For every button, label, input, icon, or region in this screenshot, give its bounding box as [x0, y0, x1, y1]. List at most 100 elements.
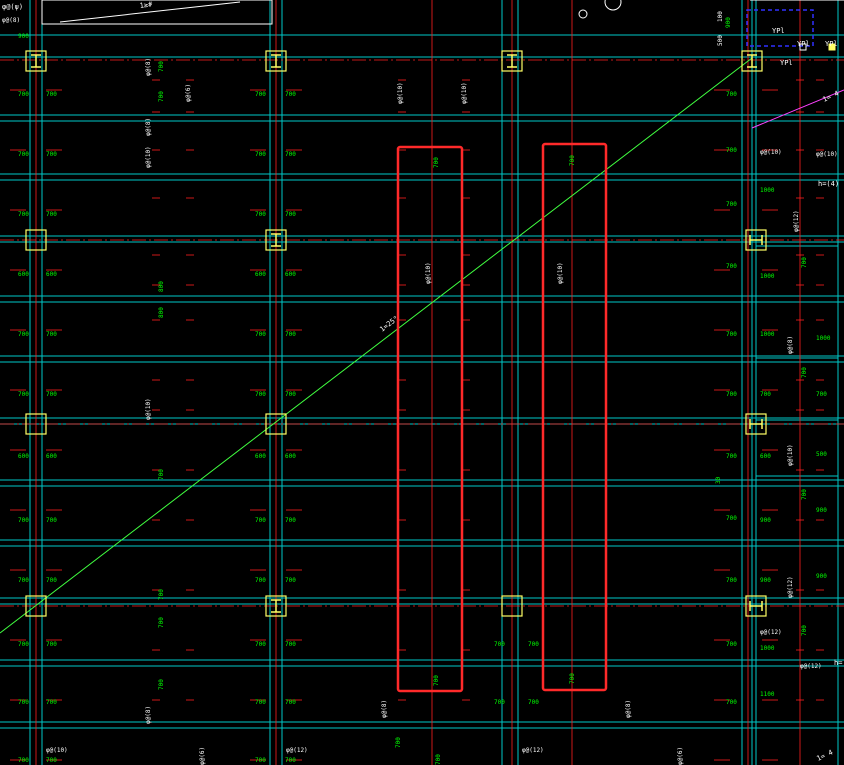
dimension-label: 700: [18, 331, 29, 338]
small-marker: [799, 43, 807, 51]
dimension-label: 700: [18, 699, 29, 706]
dimension-label: 700: [801, 257, 808, 268]
dimension-label: 700: [46, 517, 57, 524]
dimension-label: 700: [46, 91, 57, 98]
dimension-label: 700: [569, 155, 576, 166]
diagonal-line: [0, 57, 753, 634]
rebar-label: φ@(12): [522, 747, 544, 754]
column-markers: [25, 43, 836, 617]
dimension-label: 600: [285, 453, 296, 460]
dimension-label: 500: [816, 451, 827, 458]
dimension-label: 600: [285, 271, 296, 278]
dimension-label: 700: [726, 515, 737, 522]
dimension-label: 1000: [760, 273, 775, 280]
dimension-label: 700: [816, 391, 827, 398]
dimension-label: 700: [760, 391, 771, 398]
dimension-label: 700: [255, 91, 266, 98]
rebar-label: φ@(10): [145, 146, 152, 168]
dimension-label: 700: [285, 91, 296, 98]
circle-marker-icon: [604, 0, 622, 11]
dimension-label: 1000: [760, 187, 775, 194]
dimension-label: 700: [801, 489, 808, 500]
dimension-label: 700: [255, 391, 266, 398]
rebar-label: φ@(12): [800, 663, 822, 670]
rebar-texts: φ@(8)φ@(8)φ@(10)φ@(6)φ@(10)φ@(8)φ@(10)φ@…: [2, 17, 838, 765]
rebar-label: φ@(10): [557, 262, 564, 284]
dimension-label: 700: [18, 641, 29, 648]
dimension-label: 700: [528, 641, 539, 648]
rebar-label: φ@(12): [787, 576, 794, 598]
rebar-label: φ@(10): [46, 747, 68, 754]
dimension-label: 700: [255, 331, 266, 338]
dimension-label: 900: [760, 517, 771, 524]
dimension-label: 700: [285, 211, 296, 218]
dimension-label: 700: [255, 151, 266, 158]
dimension-label: 600: [46, 271, 57, 278]
dimension-label: 1000: [760, 331, 775, 338]
dimension-label: 700: [158, 679, 165, 690]
label-slope: 1= 4: [821, 89, 840, 103]
label-h-2: h=: [834, 659, 842, 667]
column-h-icon: [745, 413, 767, 435]
dimension-label: 700: [285, 517, 296, 524]
dimension-label: 700: [726, 147, 737, 154]
dimension-label: 600: [255, 271, 266, 278]
dimension-label: 900: [816, 573, 827, 580]
dimension-label: 700: [255, 211, 266, 218]
dimension-label: 700: [494, 641, 505, 648]
highlight-box-1[interactable]: [396, 145, 464, 693]
dimension-label: 700: [285, 577, 296, 584]
label-dim-100: 100: [717, 11, 724, 22]
dimension-label: 700: [285, 757, 296, 764]
label-ypl-1: YPl: [772, 27, 785, 35]
label-dim-500: 500: [717, 35, 724, 46]
dimension-label: 700: [18, 757, 29, 764]
dimension-label: 700: [18, 517, 29, 524]
dimension-label: 700: [18, 577, 29, 584]
dimension-label: 700: [158, 61, 165, 72]
magenta-line: [751, 89, 844, 129]
column-h-icon: [745, 229, 767, 251]
rebar-label: φ@(10): [760, 149, 782, 156]
rebar-label: φ@(6): [185, 84, 192, 102]
label-h-1: h=(4): [818, 180, 839, 188]
column-h-icon: [265, 595, 287, 617]
label-ypl-3: YPl: [825, 40, 838, 48]
dimension-label: 700: [255, 517, 266, 524]
dimension-label: 1100: [760, 691, 775, 698]
dimension-label: 700: [801, 367, 808, 378]
dimension-label: 700: [433, 675, 440, 686]
dimension-label: 700: [46, 757, 57, 764]
dimension-label: 800: [158, 307, 165, 318]
rebar-label: φ@(10): [425, 262, 432, 284]
dimension-label: 700: [435, 754, 442, 765]
label-top-center: 1≥#: [139, 0, 153, 10]
beam-vertical-lines: [29, 0, 839, 765]
dimension-label: 700: [18, 211, 29, 218]
highlight-box-2[interactable]: [541, 142, 608, 692]
dimension-label: 700: [285, 699, 296, 706]
column-h-icon: [745, 595, 767, 617]
dimension-label: 700: [726, 699, 737, 706]
dimension-label: 700: [801, 625, 808, 636]
dimension-label: 1000: [816, 335, 831, 342]
dimension-label: 700: [46, 331, 57, 338]
dimension-label: 700: [18, 391, 29, 398]
dimension-label: 700: [395, 737, 402, 748]
dimension-texts: 700 700 700 700 700 700 700 700 700 700 700 700 600 6…: [18, 17, 831, 765]
dimension-label: 700: [726, 331, 737, 338]
column-square-icon: [25, 595, 47, 617]
rebar-label: φ@(8): [145, 58, 152, 76]
label-top-left: φ@(ψ): [2, 3, 23, 11]
column-square-icon: [501, 595, 523, 617]
dimension-label: 600: [46, 453, 57, 460]
column-square-icon: [265, 413, 287, 435]
dimension-label: 600: [18, 271, 29, 278]
rebar-label: φ@(10): [816, 151, 838, 158]
dimension-label: 700: [255, 699, 266, 706]
dimension-label: 700: [46, 211, 57, 218]
rebar-label: φ@(10): [461, 82, 468, 104]
dimension-label: 700: [726, 201, 737, 208]
dimension-label: 700: [528, 699, 539, 706]
